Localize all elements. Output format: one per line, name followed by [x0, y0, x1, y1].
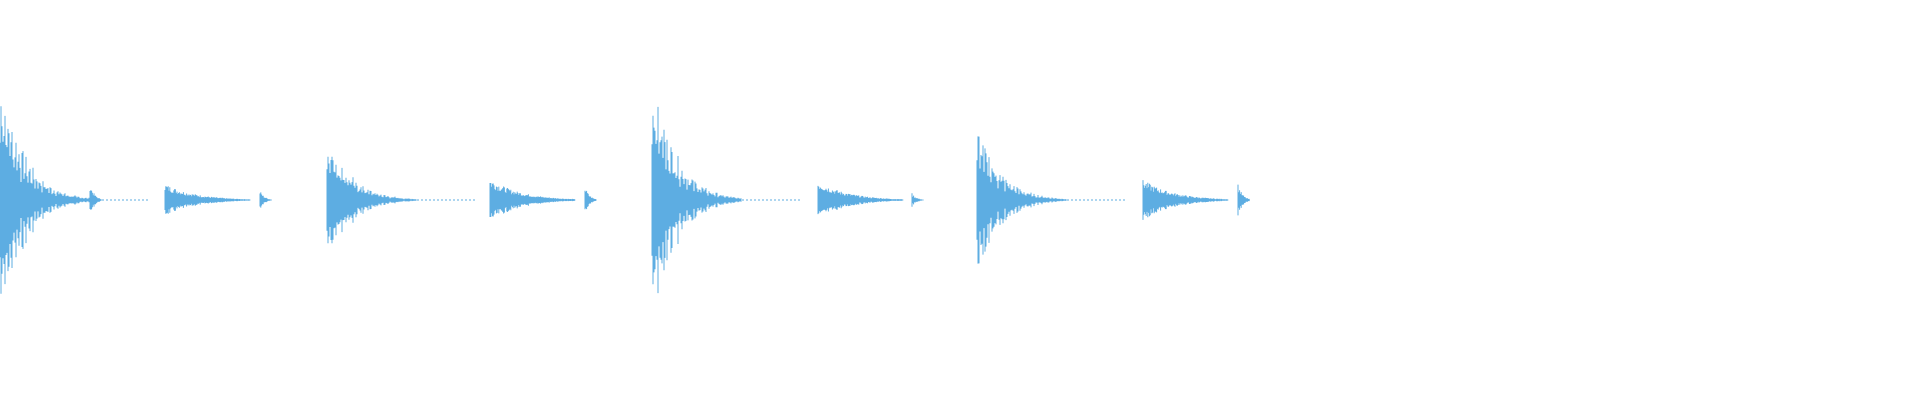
waveform-event-click — [89, 190, 102, 210]
waveform-burst — [651, 106, 742, 294]
waveform-event-snare — [489, 183, 576, 217]
waveform-event-snare — [817, 185, 904, 215]
waveform-event-snare — [164, 186, 251, 214]
waveform-burst — [259, 192, 272, 208]
waveform-event-kick — [976, 136, 1127, 264]
waveform-burst — [911, 193, 924, 207]
waveform-burst — [164, 186, 251, 214]
waveform-burst — [0, 106, 90, 294]
waveform-burst — [817, 185, 904, 215]
waveform-event-kick — [651, 106, 802, 294]
waveform-events — [0, 106, 1250, 294]
waveform-burst — [976, 136, 1067, 264]
waveform-burst — [1142, 180, 1229, 220]
waveform-event-kick — [0, 106, 150, 294]
waveform-event-snare — [1142, 180, 1229, 220]
waveform-event-click — [911, 193, 924, 207]
waveform-event-kick — [326, 156, 477, 244]
waveform-burst — [89, 190, 102, 210]
waveform-event-click — [584, 190, 597, 210]
waveform-event-click — [259, 192, 272, 208]
waveform-burst — [584, 190, 597, 210]
waveform-burst — [489, 183, 576, 217]
waveform-burst — [1237, 184, 1250, 216]
waveform-event-click — [1237, 184, 1250, 216]
waveform-burst — [326, 156, 417, 244]
